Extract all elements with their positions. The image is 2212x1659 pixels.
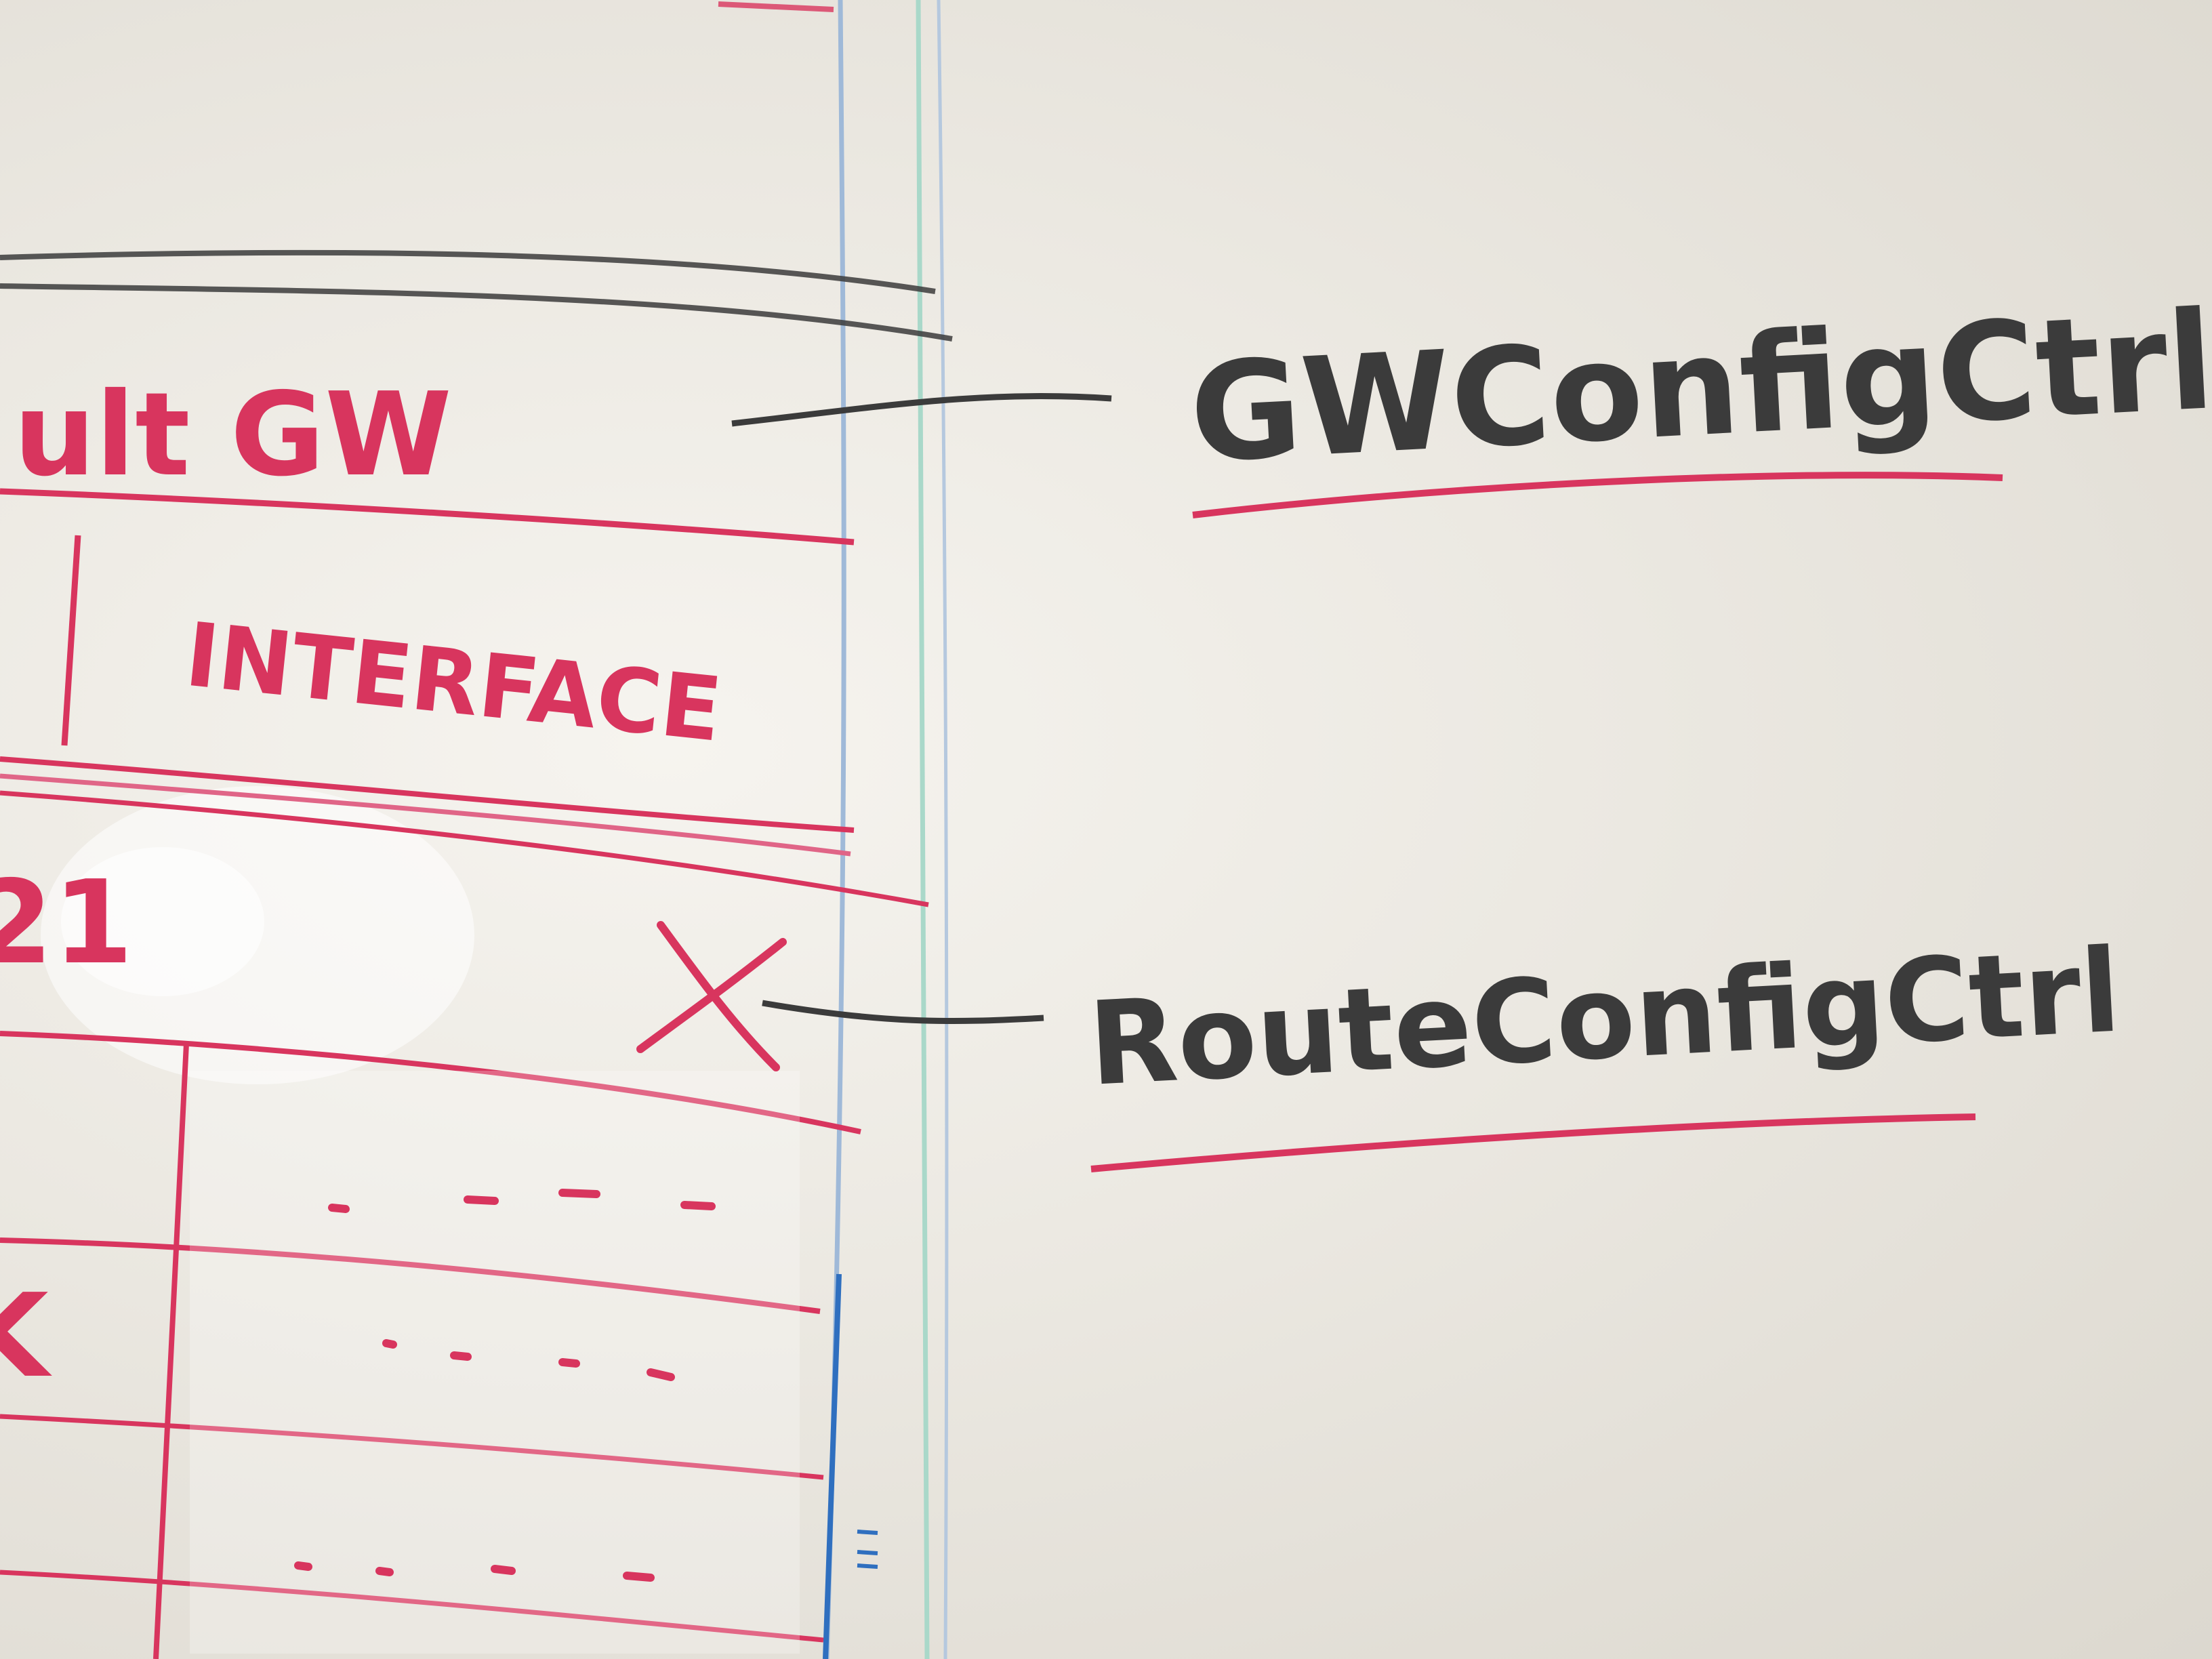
red-table-line: [0, 1237, 821, 1314]
red-x-mark: [636, 921, 787, 1071]
gw-config-ctrl-label: GWConfigCtrl: [1186, 282, 2212, 493]
small-blue-marks: [857, 1530, 878, 1569]
route-config-ctrl-label: RouteConfigCtrl: [1086, 924, 2124, 1111]
red-table-line: [0, 1031, 861, 1134]
red-column-divider: [61, 535, 81, 746]
red-table-line: [0, 756, 855, 833]
header-partial-text: ult GW: [14, 368, 452, 502]
label-2-underline: [1090, 1113, 1976, 1172]
column-label-text: INTERFACE: [181, 603, 726, 762]
red-table-line: [0, 790, 929, 907]
green-vertical-line: [916, 0, 930, 1659]
blue-vertical-line: [937, 0, 949, 1659]
light-glare: [61, 847, 264, 996]
red-table-line: [0, 1414, 824, 1480]
black-marker-line: [0, 249, 936, 294]
dash-marks: [294, 1189, 716, 1582]
blue-vertical-segment: [823, 1273, 842, 1659]
red-table-line: [0, 1570, 824, 1643]
connector-line-1: [731, 392, 1112, 427]
row-marker-left-text: K: [0, 1269, 52, 1404]
erased-area: [190, 1071, 800, 1654]
row-partial-text: 21: [0, 856, 134, 990]
label-1-underline: [1192, 472, 2003, 518]
connector-line-2: [762, 1000, 1044, 1025]
red-table-line: [0, 488, 855, 546]
red-marker-line: [718, 1, 834, 12]
red-column-divider: [153, 1043, 189, 1659]
red-table-line: [0, 773, 851, 857]
black-marker-line: [0, 283, 953, 342]
